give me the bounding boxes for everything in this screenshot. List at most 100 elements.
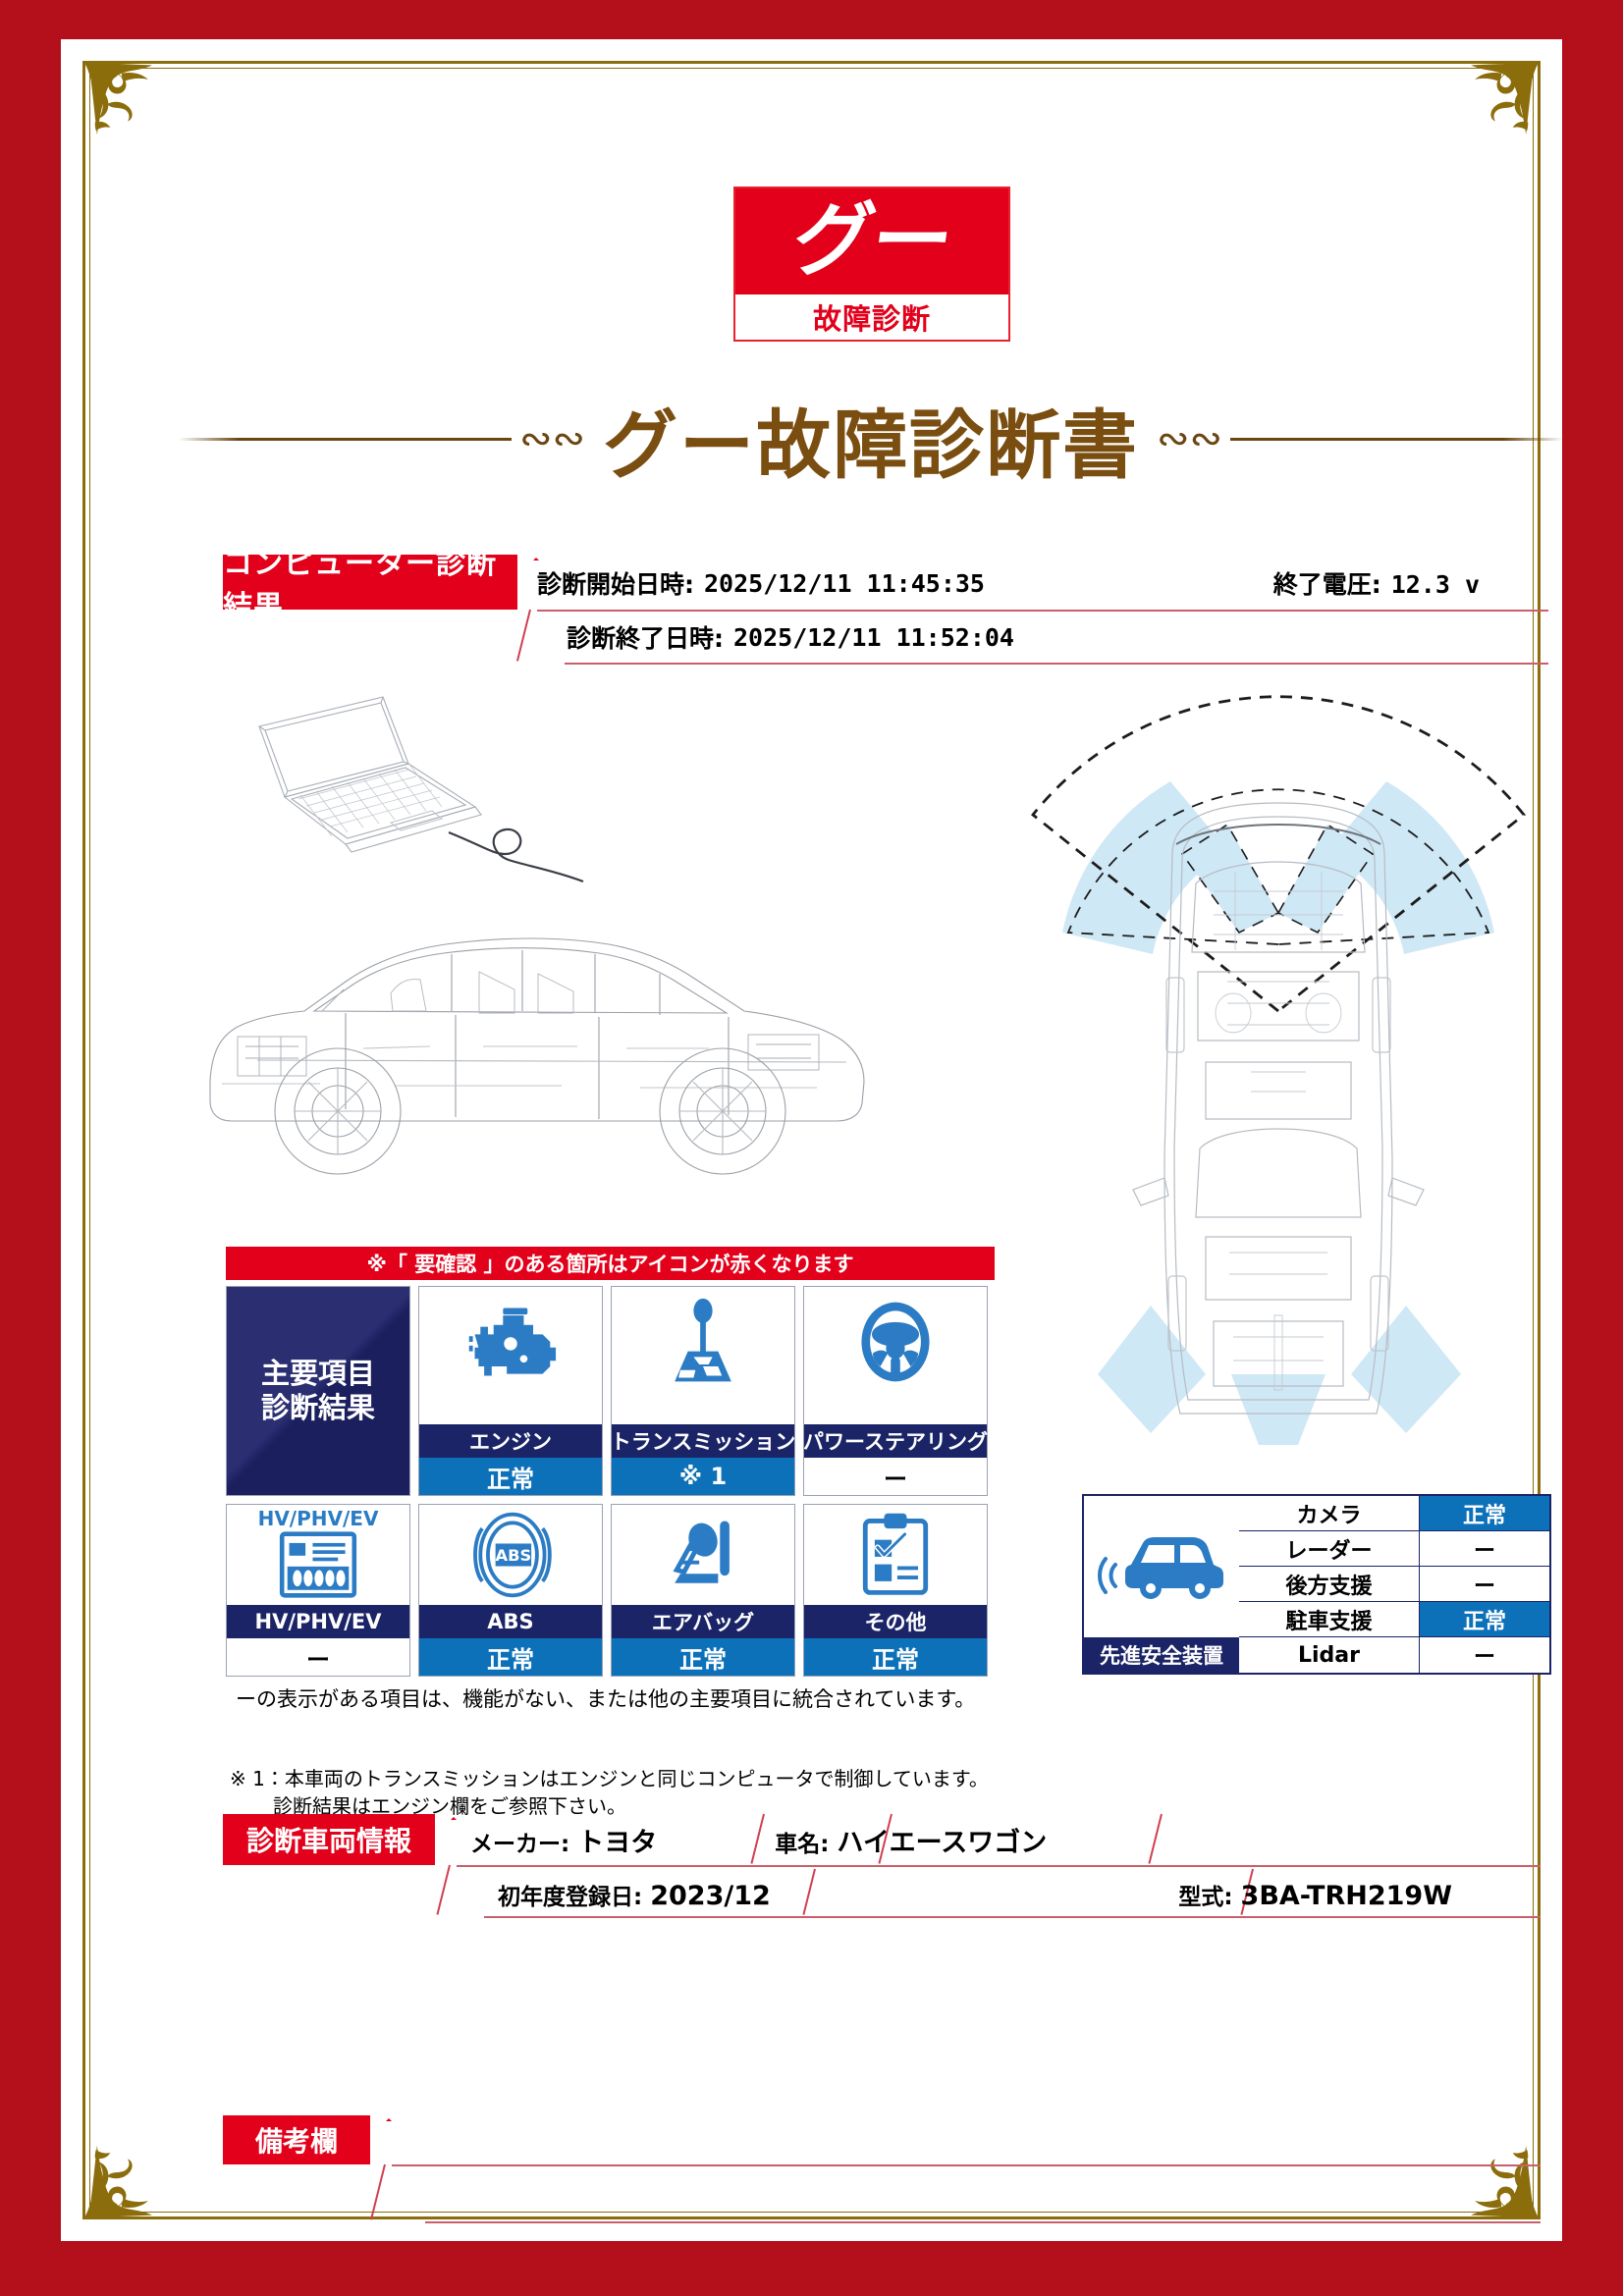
- main-items-panel-line1: 主要項目: [260, 1356, 375, 1390]
- safety-row-radar[interactable]: レーダー ー: [1239, 1531, 1549, 1567]
- safety-name-rear-support: 後方支援: [1239, 1567, 1420, 1601]
- item-name-abs: ABS: [419, 1605, 602, 1638]
- item-status-hv-phv-ev: ー: [227, 1638, 409, 1676]
- first-registration-field: 初年度登録日: 2023/12: [498, 1878, 771, 1911]
- main-items-note: ※「 要確認 」のある箇所はアイコンが赤くなります: [226, 1247, 995, 1280]
- item-status-airbag: 正常: [612, 1638, 794, 1676]
- model-name-value: ハイエースワゴン: [837, 1827, 1048, 1858]
- item-cell-transmission[interactable]: トランスミッション ※ 1: [611, 1286, 795, 1496]
- main-items-dash-note: ーの表示がある項目は、機能がない、または他の主要項目に統合されています。: [236, 1687, 976, 1711]
- item-name-other: その他: [804, 1605, 987, 1638]
- title-rule-left: [179, 437, 512, 441]
- flourish-right-icon: ∾∾: [1157, 417, 1223, 460]
- safety-status-camera: 正常: [1420, 1496, 1549, 1530]
- end-voltage-label: 終了電圧:: [1272, 570, 1381, 599]
- abs-icon: ABS: [419, 1505, 602, 1605]
- item-status-engine: 正常: [419, 1458, 602, 1495]
- item-cell-power-steering[interactable]: パワーステアリング ー: [803, 1286, 988, 1496]
- safety-table-label: 先進安全装置: [1084, 1637, 1239, 1673]
- transmission-footnote: ※ 1：本車両のトランスミッションはエンジンと同じコンピュータで制御しています。…: [230, 1765, 1192, 1821]
- remarks-rule-2: [425, 2221, 1541, 2223]
- diagnosis-start-label: 診断開始日時:: [537, 570, 694, 599]
- paper-area: グー 故障診断 ∾∾ グー故障診断書 ∾∾ コンピューター診断結果 診断開始日時…: [61, 39, 1563, 2243]
- safety-status-lidar: ー: [1420, 1637, 1549, 1673]
- vinfo-rule-1: [457, 1865, 1541, 1867]
- safety-row-camera[interactable]: カメラ 正常: [1239, 1496, 1549, 1531]
- safety-rows: カメラ 正常 レーダー ー 後方支援 ー 駐車支援: [1239, 1496, 1549, 1673]
- page-title: グー故障診断書: [603, 401, 1139, 489]
- item-name-engine: エンジン: [419, 1424, 602, 1458]
- maker-value: トヨタ: [577, 1827, 658, 1858]
- transmission-sub: [612, 1397, 794, 1424]
- safety-row-lidar[interactable]: Lidar ー: [1239, 1637, 1549, 1673]
- laptop-car-diagnostic-illustration: [198, 687, 945, 1237]
- diagnosis-start-value: 2025/12/11 11:45:35: [704, 568, 985, 598]
- item-status-other: 正常: [804, 1638, 987, 1676]
- model-type-value: 3BA-TRH219W: [1240, 1881, 1452, 1911]
- item-name-airbag: エアバッグ: [612, 1605, 794, 1638]
- goo-logo: グー 故障診断: [733, 187, 1010, 342]
- item-cell-airbag[interactable]: エアバッグ 正常: [611, 1504, 795, 1677]
- diagnosis-start-row: 診断開始日時: 2025/12/11 11:45:35 終了電圧: 12.3 v: [537, 561, 1539, 606]
- car-sensor-icon: [1084, 1496, 1239, 1637]
- model-type-field: 型式: 3BA-TRH219W: [1178, 1878, 1541, 1911]
- adas-sensor-coverage-illustration: [1003, 687, 1553, 1472]
- logo-caption: 故障診断: [812, 302, 931, 336]
- remarks-rule-1: [392, 2164, 1541, 2166]
- item-name-hv-phv-ev: HV/PHV/EV: [227, 1605, 409, 1638]
- main-items-panel-line2: 診断結果: [260, 1391, 375, 1424]
- footnote-line-1: ※ 1：本車両のトランスミッションはエンジンと同じコンピュータで制御しています。: [230, 1767, 989, 1790]
- airbag-icon: [612, 1505, 794, 1605]
- vehicle-info-row-1: メーカー: トヨタ 車名: ハイエースワゴン: [470, 1818, 1541, 1861]
- safety-name-radar: レーダー: [1239, 1531, 1420, 1566]
- computer-diagnosis-banner: コンピューター診断結果: [223, 547, 539, 624]
- item-cell-abs[interactable]: ABS ABS 正常: [418, 1504, 603, 1677]
- item-cell-engine[interactable]: エンジン 正常: [418, 1286, 603, 1496]
- maker-label: メーカー:: [470, 1831, 570, 1857]
- main-items-grid: 主要項目 診断結果: [226, 1286, 1001, 1677]
- svg-text:ABS: ABS: [495, 1546, 531, 1565]
- main-items-section: ※「 要確認 」のある箇所はアイコンが赤くなります 主要項目 診断結果: [226, 1247, 1001, 1713]
- safety-name-lidar: Lidar: [1239, 1637, 1420, 1673]
- other-checklist-icon: [804, 1505, 987, 1605]
- first-registration-value: 2023/12: [650, 1881, 771, 1911]
- title-rule-right: [1230, 437, 1563, 441]
- engine-icon: [419, 1287, 602, 1397]
- document-title-row: ∾∾ グー故障診断書 ∾∾: [179, 385, 1563, 493]
- vinfo-rule-2: [484, 1916, 1541, 1918]
- power-steering-sub: [804, 1397, 987, 1424]
- model-type-label: 型式:: [1178, 1885, 1233, 1910]
- item-cell-other[interactable]: その他 正常: [803, 1504, 988, 1677]
- item-status-abs: 正常: [419, 1638, 602, 1676]
- diagnosis-end-label: 診断終了日時:: [567, 624, 724, 653]
- item-status-transmission: ※ 1: [612, 1458, 794, 1495]
- logo-mark-area: グー: [735, 188, 1008, 294]
- diagnosis-end-value: 2025/12/11 11:52:04: [733, 622, 1014, 652]
- safety-status-radar: ー: [1420, 1531, 1549, 1566]
- flourish-left-icon: ∾∾: [518, 417, 585, 460]
- remarks-content[interactable]: [425, 2170, 1541, 2217]
- diagnosis-end-row: 診断終了日時: 2025/12/11 11:52:04: [567, 615, 1539, 659]
- hv-battery-icon: HV/PHV/EV: [227, 1505, 409, 1605]
- logo-mark-text: グー: [786, 194, 957, 288]
- safety-icon-panel: 先進安全装置: [1084, 1496, 1239, 1673]
- safety-name-parking-support: 駐車支援: [1239, 1602, 1420, 1636]
- computer-diagnosis-header: コンピューター診断結果 診断開始日時: 2025/12/11 11:45:35 …: [213, 547, 1548, 665]
- safety-status-rear-support: ー: [1420, 1567, 1549, 1601]
- end-voltage-value: 12.3 v: [1390, 570, 1480, 599]
- model-name-field: 車名: ハイエースワゴン: [775, 1821, 1047, 1859]
- remarks-section: 備考欄: [213, 2115, 1548, 2243]
- maker-field: メーカー: トヨタ: [470, 1821, 657, 1859]
- item-name-transmission: トランスミッション: [611, 1424, 795, 1458]
- safety-status-parking-support: 正常: [1420, 1602, 1549, 1636]
- safety-row-rear-support[interactable]: 後方支援 ー: [1239, 1567, 1549, 1602]
- vinfo-slash-1: [436, 1864, 451, 1915]
- remarks-slash: [369, 2163, 386, 2220]
- header-rule-2: [565, 663, 1548, 665]
- safety-row-parking-support[interactable]: 駐車支援 正常: [1239, 1602, 1549, 1637]
- engine-sub: [419, 1397, 602, 1424]
- advanced-safety-table: 先進安全装置 カメラ 正常 レーダー ー 後方支援 ー: [1082, 1494, 1551, 1675]
- safety-name-camera: カメラ: [1239, 1496, 1420, 1530]
- item-cell-hv-phv-ev[interactable]: HV/PHV/EV: [226, 1504, 410, 1677]
